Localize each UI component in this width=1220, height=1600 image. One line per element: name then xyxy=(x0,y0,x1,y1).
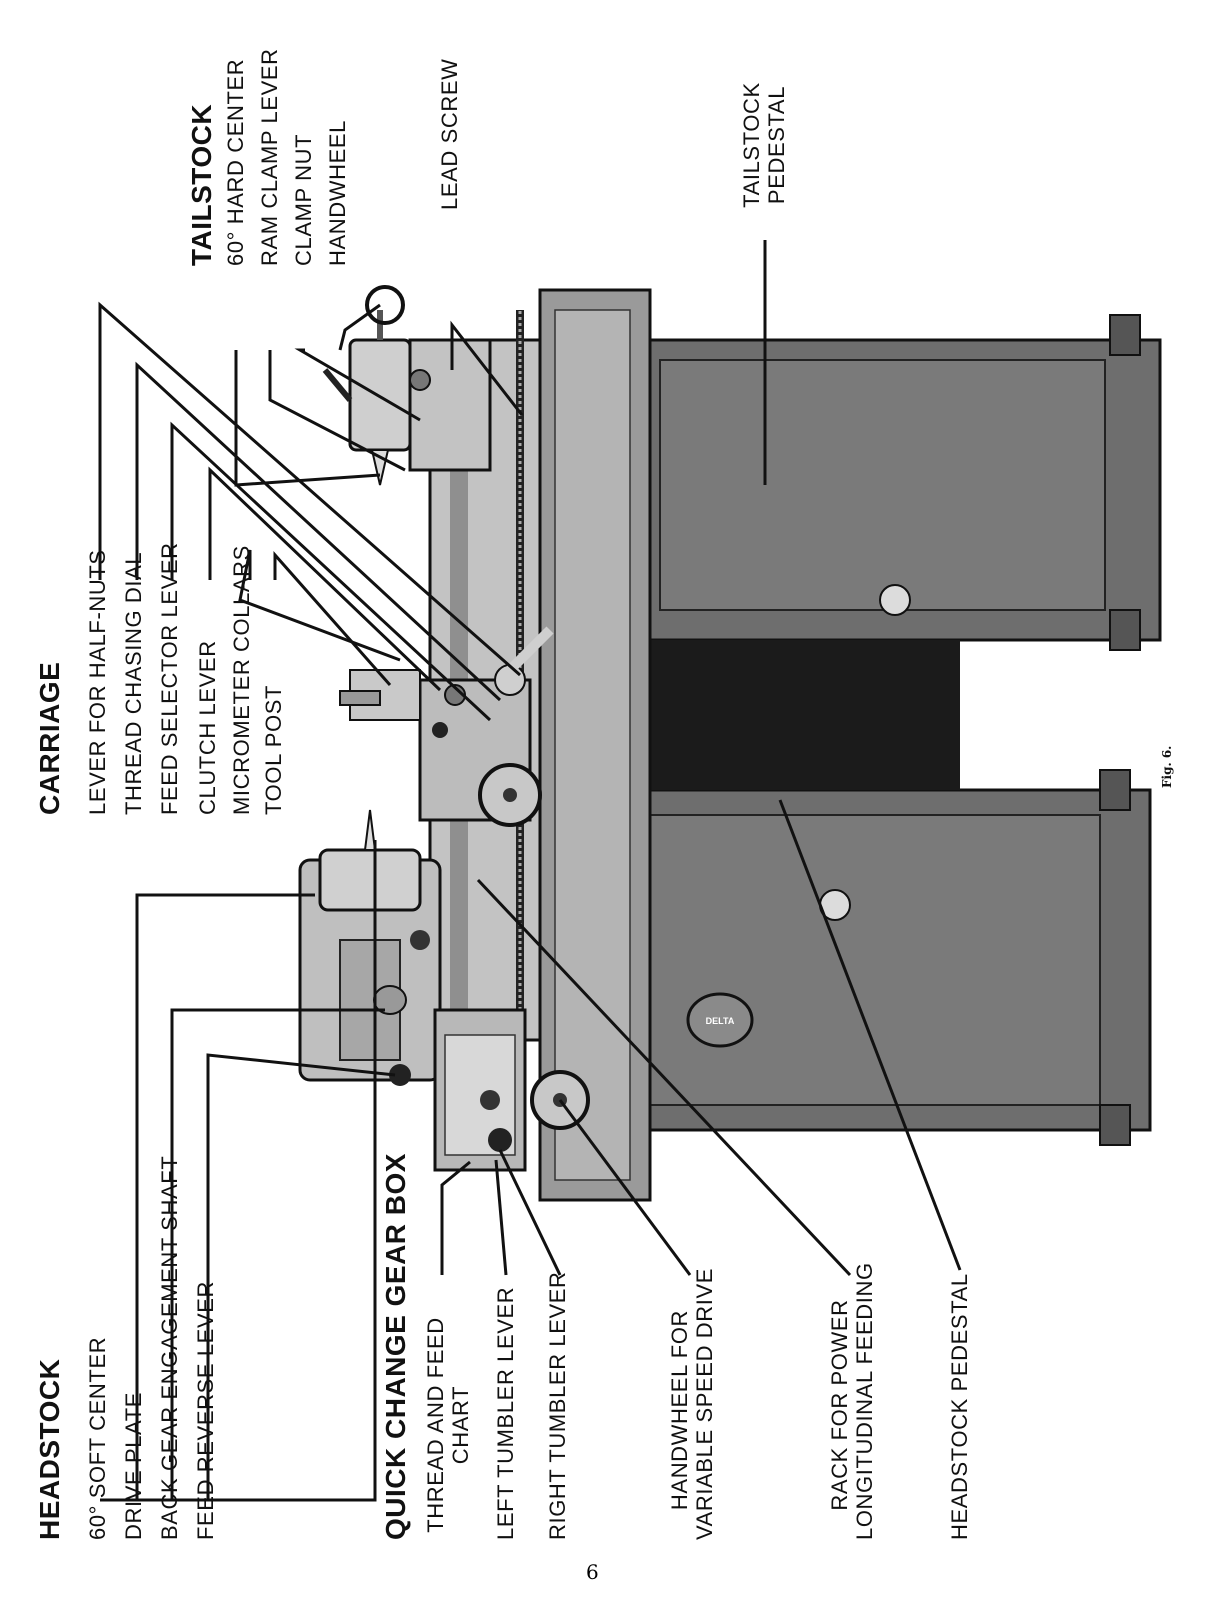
label-rack-line2: LONGITUDINAL FEEDING xyxy=(851,1262,877,1540)
label-feed-reverse-lever: FEED REVERSE LEVER xyxy=(193,1281,218,1540)
label-handwheel-variable-speed: HANDWHEEL FOR VARIABLE SPEED DRIVE xyxy=(667,1267,717,1540)
headstock-title: HEADSTOCK xyxy=(34,1358,65,1540)
headstock-pedestal: DELTA xyxy=(618,769,1152,1146)
label-clamp-nut: CLAMP NUT xyxy=(291,133,316,266)
tailstock-body xyxy=(322,285,492,486)
carriage-title: CARRIAGE xyxy=(34,661,65,815)
label-tailstock-pedestal-line1: TAILSTOCK xyxy=(739,82,764,208)
figure-caption: Fig. 6. xyxy=(1160,745,1174,788)
delta-badge: DELTA xyxy=(706,1016,735,1026)
carriage-assembly xyxy=(339,669,542,827)
headstock-body xyxy=(298,858,442,1086)
leader-lines xyxy=(98,240,962,1502)
label-handwheel-line1: HANDWHEEL FOR xyxy=(667,1309,692,1511)
label-60-soft-center: 60° SOFT CENTER xyxy=(85,1336,110,1540)
label-thread-and-feed-chart: THREAD AND FEED CHART xyxy=(423,1310,473,1540)
label-thread-chasing-dial: THREAD CHASING DIAL xyxy=(121,551,146,815)
label-thread-and-feed-line1: THREAD AND FEED xyxy=(423,1317,448,1533)
label-lever-for-half-nuts: LEVER FOR HALF-NUTS xyxy=(85,549,110,815)
label-lead-screw: LEAD SCREW xyxy=(437,58,462,210)
label-thread-and-feed-line2: CHART xyxy=(447,1385,473,1465)
label-headstock-pedestal: HEADSTOCK PEDESTAL xyxy=(947,1273,972,1540)
label-ram-clamp-lever: RAM CLAMP LEVER xyxy=(257,48,282,266)
label-left-tumbler-lever: LEFT TUMBLER LEVER xyxy=(493,1286,518,1540)
label-tailstock-pedestal: TAILSTOCK PEDESTAL xyxy=(739,60,789,230)
label-back-gear-engagement-shaft: BACK GEAR ENGAGEMENT SHAFT xyxy=(157,1155,182,1540)
label-right-tumbler-lever: RIGHT TUMBLER LEVER xyxy=(545,1271,570,1540)
label-60-hard-center: 60° HARD CENTER xyxy=(223,58,248,266)
label-rack-line1: RACK FOR POWER xyxy=(827,1299,852,1511)
label-micrometer-collars: MICROMETER COLLARS xyxy=(229,545,254,815)
drive-plate xyxy=(318,809,422,912)
page-number: 6 xyxy=(586,1560,599,1584)
label-tool-post: TOOL POST xyxy=(261,684,286,815)
tailstock-pedestal xyxy=(638,314,1162,651)
label-handwheel: HANDWHEEL xyxy=(325,120,350,266)
chip-pan xyxy=(538,288,652,1202)
gearbox-title: QUICK CHANGE GEAR BOX xyxy=(380,1153,411,1540)
quick-change-gearbox xyxy=(433,1008,527,1172)
label-handwheel-line2: VARIABLE SPEED DRIVE xyxy=(691,1267,717,1540)
tailstock-title: TAILSTOCK xyxy=(186,103,217,266)
label-drive-plate: DRIVE PLATE xyxy=(121,1391,146,1540)
label-rack-for-power: RACK FOR POWER LONGITUDINAL FEEDING xyxy=(827,1262,877,1540)
label-clutch-lever: CLUTCH LEVER xyxy=(195,640,220,815)
label-feed-selector-lever: FEED SELECTOR LEVER xyxy=(157,542,182,815)
label-tailstock-pedestal-line2: PEDESTAL xyxy=(763,85,789,205)
